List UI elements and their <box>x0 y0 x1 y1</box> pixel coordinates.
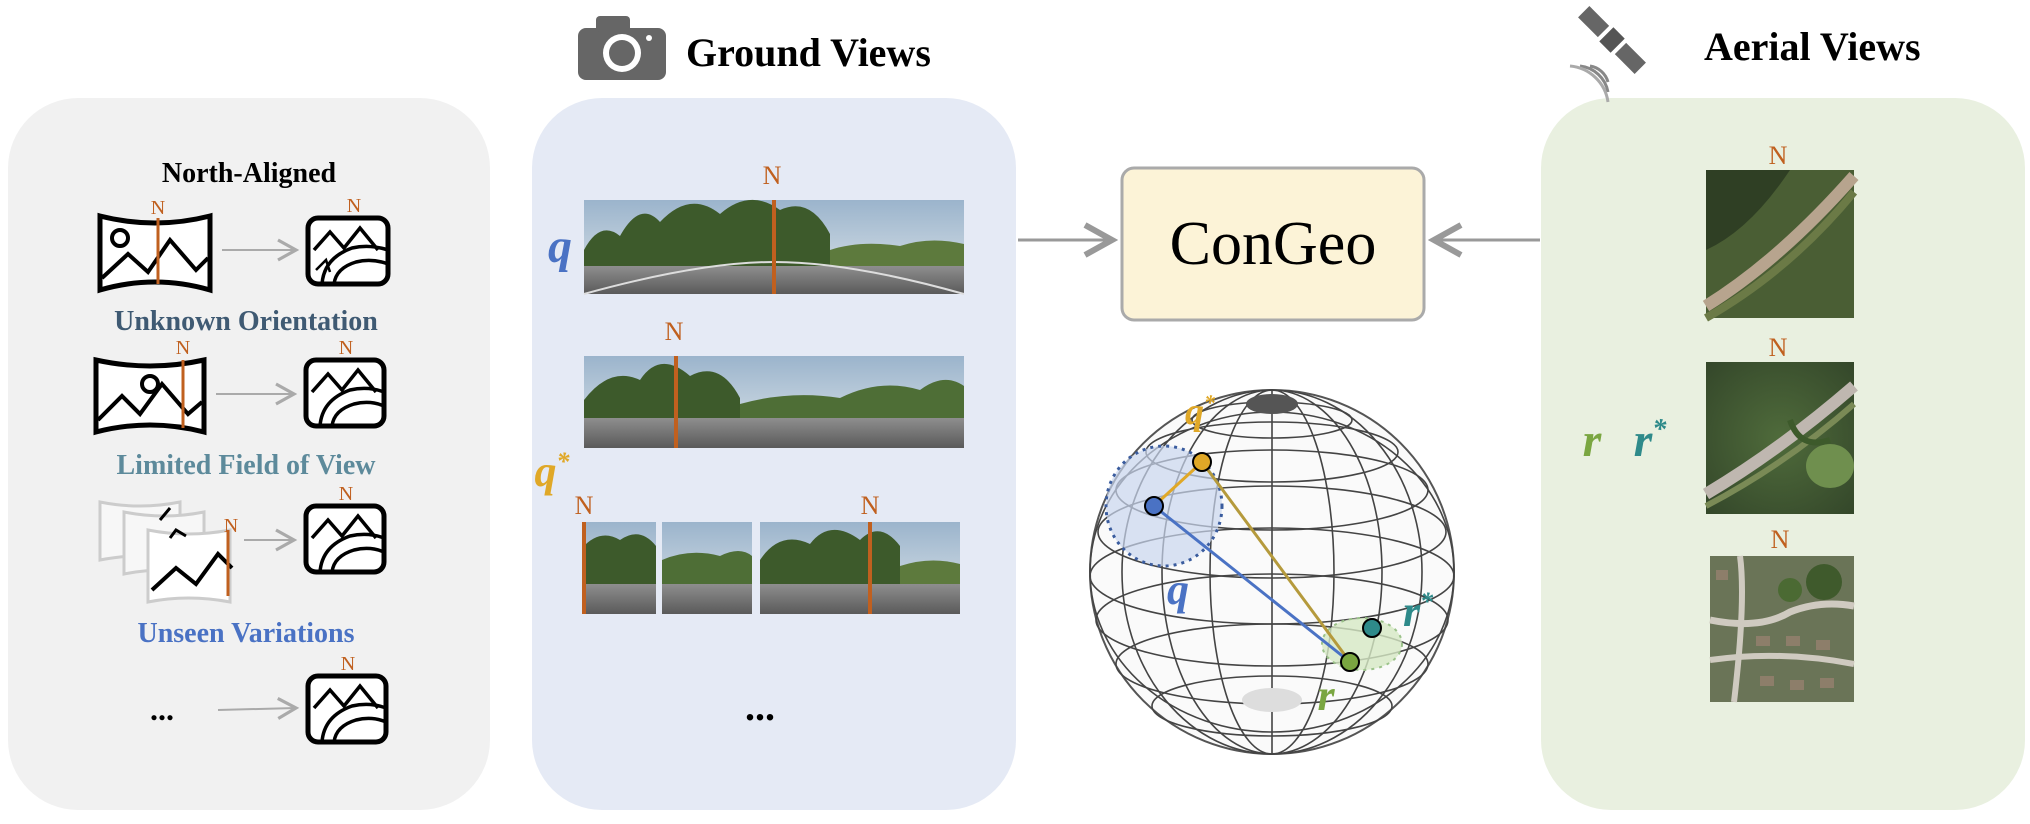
north-marker: N <box>665 317 684 346</box>
qstar-to-r-line <box>1200 461 1352 663</box>
sphere-q-label: q <box>1167 565 1189 614</box>
q-to-r-line <box>1153 504 1351 664</box>
satellite-icon <box>1569 6 1646 103</box>
aerial-image-1 <box>1702 170 1859 322</box>
north-marker: N <box>1769 333 1788 362</box>
query-label: q <box>548 220 572 273</box>
north-marker: N <box>176 337 190 359</box>
aerial-r-label: r <box>1583 414 1603 467</box>
unknown-orientation-label: Unknown Orientation <box>114 306 378 337</box>
sphere-r-label: r <box>1317 671 1335 720</box>
q-star-point <box>1192 452 1212 472</box>
ground-panorama-rotated <box>584 356 964 448</box>
embedding-sphere <box>1089 389 1455 755</box>
panorama-sketch-icon <box>97 212 213 294</box>
q-to-qstar-line <box>1152 460 1204 508</box>
model-name: ConGeo <box>1170 210 1377 278</box>
ground-crop-3 <box>760 522 960 614</box>
north-marker: N <box>347 195 361 217</box>
panorama-sketch-icon <box>93 356 207 436</box>
sphere-r-star-label: r* <box>1403 587 1434 636</box>
north-marker: N <box>1769 141 1788 170</box>
north-marker: N <box>151 197 165 219</box>
more-ellipsis: ... <box>150 691 174 727</box>
ground-panorama-query <box>583 199 965 295</box>
sphere-q-star-label: q* <box>1185 390 1216 433</box>
ground-crop-2 <box>662 522 752 614</box>
aerial-sketch-icon <box>305 673 389 745</box>
ground-crop-1 <box>582 522 656 614</box>
north-marker: N <box>575 491 594 520</box>
query-star-label: q* <box>535 447 571 496</box>
stacked-views-icon <box>98 500 234 604</box>
north-marker: N <box>763 161 782 190</box>
limited-fov-label: Limited Field of View <box>117 450 377 481</box>
q-point <box>1144 496 1164 516</box>
north-marker: N <box>339 483 353 505</box>
model-box <box>1120 166 1426 322</box>
aerial-sketch-icon <box>303 503 387 575</box>
more-ellipsis: ... <box>745 684 775 729</box>
north-marker: N <box>224 515 238 537</box>
aerial-views-header: Aerial Views <box>1704 24 1921 69</box>
aerial-image-2 <box>1702 362 1858 514</box>
north-marker: N <box>1771 525 1790 554</box>
north-marker: N <box>339 337 353 359</box>
north-aligned-title: North-Aligned <box>162 158 337 189</box>
north-marker: N <box>861 491 880 520</box>
aerial-image-3 <box>1709 555 1855 703</box>
aerial-r-star-label: r* <box>1634 414 1668 467</box>
aerial-sketch-icon <box>303 357 387 429</box>
arrow <box>217 697 300 720</box>
r-point <box>1340 652 1360 672</box>
camera-icon <box>578 16 666 80</box>
ground-views-header: Ground Views <box>686 30 931 75</box>
aerial-sketch-icon <box>305 215 391 287</box>
r-star-point <box>1362 618 1382 638</box>
north-marker: N <box>341 653 355 675</box>
reference-cluster-region <box>1321 617 1403 671</box>
unseen-variations-label: Unseen Variations <box>137 618 354 649</box>
